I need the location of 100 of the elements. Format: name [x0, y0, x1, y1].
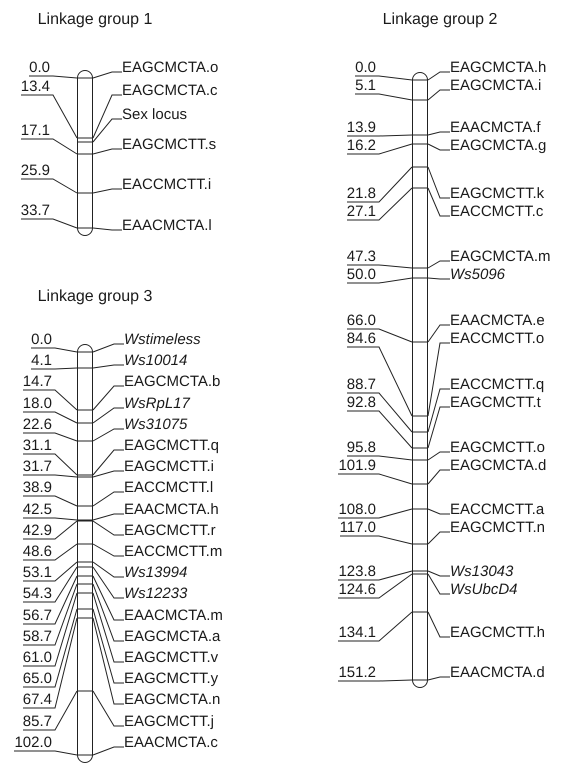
marker-name: Sex locus [122, 106, 188, 122]
locus-position: 27.1 [346, 202, 376, 220]
leader-line [92, 450, 124, 476]
leader-line [22, 544, 78, 560]
leader-line [428, 278, 450, 280]
leader-line [338, 680, 412, 682]
leader-line [346, 346, 412, 416]
locus-position: 65.0 [22, 670, 52, 686]
group-title: Linkage group 3 [38, 287, 152, 306]
leader-line [22, 518, 78, 520]
leader-line [92, 576, 124, 620]
marker-name: EAGCMCTA.m [450, 248, 551, 264]
marker-name: Ws13043 [450, 562, 514, 580]
leader-line [92, 746, 124, 756]
leader-line [20, 218, 78, 228]
locus-position: 0.0 [355, 58, 376, 76]
leader-line [346, 456, 412, 460]
locus-position: 101.9 [338, 456, 376, 474]
leader-line [22, 608, 78, 688]
leader-line [30, 348, 78, 352]
marker-name: EAACMCTA.m [124, 606, 223, 624]
locus-position: 14.7 [22, 372, 52, 390]
leader-line [338, 612, 412, 642]
leader-line [92, 118, 122, 142]
marker-name: EAGCMCTA.h [450, 58, 546, 76]
group-title: Linkage group 1 [38, 10, 152, 29]
leader-line [338, 508, 412, 518]
leader-line [338, 474, 412, 484]
leader-line [92, 228, 122, 230]
marker-name: EACCMCTT.c [450, 202, 544, 220]
locus-position: 54.3 [22, 584, 52, 602]
leader-line [346, 328, 412, 342]
locus-position: 134.1 [338, 624, 376, 640]
leader-line [92, 148, 122, 154]
leader-line [20, 94, 78, 138]
locus-position: 88.7 [346, 376, 376, 392]
locus-position: 18.0 [22, 394, 52, 412]
marker-name: EAACMCTA.f [450, 118, 541, 136]
leader-line [92, 690, 124, 726]
leader-line [92, 344, 124, 352]
marker-name: EACCMCTT.m [124, 542, 222, 560]
leader-line [92, 428, 124, 442]
marker-name: EAGCMCTA.c [122, 82, 218, 98]
leader-line [92, 492, 124, 506]
marker-name: EACCMCTT.q [450, 376, 544, 392]
locus-position: 0.0 [29, 58, 50, 76]
locus-position: 42.9 [22, 522, 52, 538]
leader-line [346, 264, 412, 268]
leader-line [428, 388, 450, 432]
leader-line [28, 76, 78, 78]
chromosome-bar [412, 72, 428, 688]
locus-position: 102.0 [14, 734, 52, 750]
marker-name: EACCMCTT.o [450, 330, 544, 346]
locus-position: 21.8 [346, 184, 376, 202]
leader-line [428, 406, 450, 448]
leader-line [428, 188, 450, 216]
locus-position: 31.1 [22, 436, 52, 454]
marker-name: EAGCMCTT.r [124, 522, 216, 538]
leader-line [22, 566, 78, 602]
leader-line [428, 612, 450, 638]
locus-position: 50.0 [346, 266, 376, 282]
leader-line [354, 94, 412, 100]
locus-position: 16.2 [346, 136, 376, 154]
marker-name: EAGCMCTA.n [124, 690, 220, 708]
locus-position: 85.7 [22, 712, 52, 730]
leader-line [22, 474, 78, 478]
leader-line [428, 166, 450, 198]
chromosome-bar [77, 344, 93, 763]
locus-position: 13.9 [346, 118, 376, 136]
leader-line [428, 570, 450, 576]
marker-name: Ws13994 [124, 564, 188, 580]
locus-position: 123.8 [338, 562, 376, 580]
marker-name: EAGCMCTA.g [450, 136, 546, 154]
leader-line [346, 392, 412, 432]
leader-line [346, 166, 412, 202]
locus-position: 5.1 [355, 76, 376, 94]
leader-line [14, 750, 78, 756]
leader-line [428, 676, 450, 680]
leader-line [92, 562, 124, 578]
marker-name: EAACMCTA.e [450, 312, 545, 328]
locus-position: 151.2 [338, 664, 376, 680]
locus-position: 66.0 [346, 312, 376, 328]
marker-name: EAGCMCTA.i [450, 76, 542, 94]
locus-position: 53.1 [22, 564, 52, 580]
leader-line [20, 138, 78, 154]
locus-position: 0.0 [31, 330, 52, 348]
leader-line [428, 470, 450, 484]
leader-line [338, 570, 412, 580]
leader-line [22, 390, 78, 410]
leader-line [346, 134, 412, 136]
leader-line [92, 618, 124, 704]
leader-line [22, 520, 78, 540]
locus-position: 117.0 [340, 518, 376, 536]
marker-name: EAGCMCTA.b [124, 372, 220, 390]
leader-line [428, 260, 450, 268]
leader-line [346, 410, 412, 448]
leader-line [92, 188, 122, 194]
marker-name: Ws31075 [124, 416, 188, 432]
locus-position: 84.6 [346, 330, 376, 346]
locus-position: 25.9 [20, 162, 50, 178]
